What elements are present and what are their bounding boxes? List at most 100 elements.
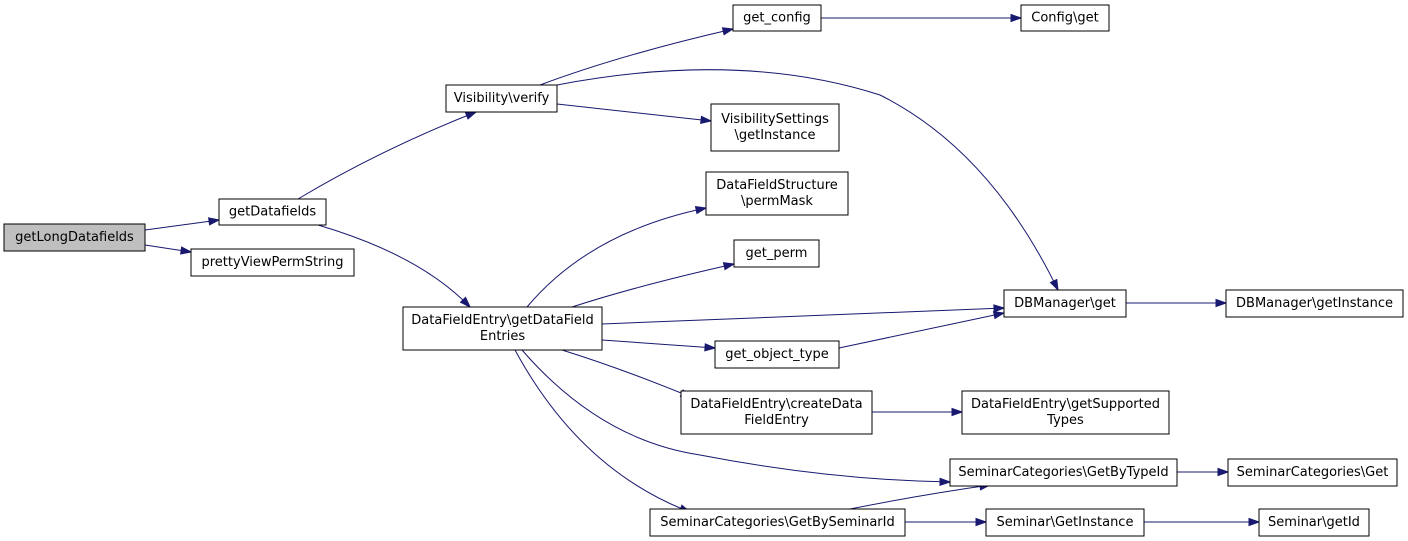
edge-line: [144, 219, 220, 231]
edge-line: [571, 263, 735, 308]
edge-seminarcategories_getbytypeid-to-seminarcategories_get: [1177, 467, 1230, 477]
node-dbmanager_get[interactable]: DBManager\get: [1003, 289, 1127, 318]
edge-line: [561, 349, 692, 398]
node-box[interactable]: [680, 390, 873, 435]
edge-datafieldentry_getdatafieldentries-to-datafieldstructure_permmask: [526, 206, 708, 308]
node-label: DataFieldEntry\createData: [690, 397, 862, 412]
node-label: Seminar\getId: [1268, 515, 1360, 530]
node-label: FieldEntry: [744, 413, 809, 428]
node-label: Types: [1046, 413, 1084, 428]
node-get_object_type[interactable]: get_object_type: [714, 340, 840, 369]
edge-datafieldentry_getdatafieldentries-to-dbmanager_get: [601, 304, 1006, 325]
node-seminar_getinstance[interactable]: Seminar\GetInstance: [985, 508, 1145, 537]
node-prettyViewPermString[interactable]: prettyViewPermString: [190, 248, 355, 277]
edge-arrowhead: [179, 246, 193, 255]
edge-line: [317, 224, 471, 308]
node-datafieldstructure_permmask[interactable]: DataFieldStructure\permMask: [705, 171, 849, 216]
edge-datafieldentry_getdatafieldentries-to-seminarcategories_getbyseminarid: [514, 349, 692, 513]
node-visibilitysettings_getinstance[interactable]: VisibilitySettings\getInstance: [710, 103, 840, 152]
edge-seminarcategories_getbyseminarid-to-seminarcategories_getbytypeid: [849, 482, 992, 510]
node-visibility_verify[interactable]: Visibility\verify: [445, 84, 558, 113]
node-label: SeminarCategories\GetBySeminarId: [660, 515, 894, 530]
node-box[interactable]: [732, 4, 822, 32]
edge-line: [521, 349, 951, 483]
node-box[interactable]: [1227, 458, 1398, 487]
edge-line: [849, 484, 991, 510]
nodes-layer: getLongDatafields getDatafields prettyView…: [3, 4, 1404, 537]
edge-line: [514, 349, 691, 513]
node-seminarcategories_getbytypeid[interactable]: SeminarCategories\GetByTypeId: [949, 458, 1178, 487]
node-dbmanager_getinstance[interactable]: DBManager\getInstance: [1225, 289, 1404, 318]
node-get_perm[interactable]: get_perm: [733, 239, 820, 268]
node-box[interactable]: [218, 198, 327, 226]
edge-datafieldentry_getdatafieldentries-to-datafieldentry_createdatafieldentry: [561, 349, 693, 398]
node-seminarcategories_getbyseminarid[interactable]: SeminarCategories\GetBySeminarId: [649, 508, 906, 537]
node-seminar_getid[interactable]: Seminar\getId: [1258, 508, 1370, 537]
node-label: getDatafields: [229, 205, 316, 220]
node-label: VisibilitySettings: [721, 112, 829, 127]
edge-arrowhead: [1217, 467, 1230, 477]
node-label: prettyViewPermString: [202, 255, 344, 270]
node-box[interactable]: [190, 248, 355, 277]
edge-arrowhead: [993, 304, 1006, 313]
edge-datafieldentry_createdatafieldentry-to-datafieldentry_getsupportedtypes: [872, 407, 964, 417]
edge-line: [601, 339, 716, 349]
node-box[interactable]: [1258, 508, 1370, 537]
edge-arrowhead: [1049, 278, 1059, 292]
node-box[interactable]: [445, 84, 558, 113]
edge-arrowhead: [1215, 298, 1228, 308]
node-label: Config\get: [1031, 11, 1098, 26]
node-box[interactable]: [402, 306, 603, 351]
edge-arrowhead: [464, 111, 478, 120]
edge-arrowhead: [722, 262, 736, 271]
edge-line: [838, 312, 1005, 349]
edge-arrowhead: [208, 217, 221, 226]
node-box[interactable]: [1003, 289, 1127, 318]
edge-arrowhead: [721, 27, 735, 36]
edge-seminarcategories_getbyseminarid-to-seminar_getinstance: [905, 517, 988, 527]
node-box[interactable]: [733, 239, 820, 268]
node-label: DBManager\getInstance: [1236, 296, 1393, 311]
node-label: \permMask: [741, 194, 813, 209]
edges-layer: [144, 13, 1261, 527]
edge-arrowhead: [951, 407, 964, 417]
node-label: DataFieldStructure: [716, 178, 838, 193]
edge-arrowhead: [1010, 13, 1023, 23]
edge-visibility_verify-to-dbmanager_get: [556, 69, 1059, 292]
node-config_get[interactable]: Config\get: [1020, 4, 1110, 32]
edge-visibility_verify-to-visibilitysettings_getinstance: [556, 103, 713, 125]
node-box[interactable]: [985, 508, 1145, 537]
node-box[interactable]: [649, 508, 906, 537]
node-box[interactable]: [705, 171, 849, 216]
node-seminarcategories_get[interactable]: SeminarCategories\Get: [1227, 458, 1398, 487]
edge-line: [526, 207, 707, 308]
edge-getDatafields-to-datafieldentry_getdatafieldentries: [317, 224, 472, 309]
node-box[interactable]: [949, 458, 1178, 487]
edge-arrowhead: [459, 296, 472, 309]
edge-arrowhead: [939, 477, 952, 487]
edge-datafieldentry_getdatafieldentries-to-seminarcategories_getbytypeid: [521, 349, 952, 487]
node-label: get_object_type: [725, 347, 828, 362]
edge-line: [556, 69, 1059, 291]
edge-getLongDatafields-to-getDatafields: [144, 217, 221, 231]
node-label: DBManager\get: [1014, 296, 1116, 311]
node-box[interactable]: [961, 390, 1170, 435]
node-box[interactable]: [3, 223, 146, 252]
node-box[interactable]: [1020, 4, 1110, 32]
node-get_config[interactable]: get_config: [732, 4, 822, 32]
edge-arrowhead: [704, 343, 717, 352]
node-box[interactable]: [710, 103, 840, 152]
node-label: getLongDatafields: [15, 230, 134, 245]
node-getLongDatafields[interactable]: getLongDatafields: [3, 223, 146, 252]
node-getDatafields[interactable]: getDatafields: [218, 198, 327, 226]
node-box[interactable]: [1225, 289, 1404, 318]
node-box[interactable]: [714, 340, 840, 369]
edge-dbmanager_get-to-dbmanager_getinstance: [1126, 298, 1228, 308]
node-label: Seminar\GetInstance: [997, 515, 1134, 530]
edge-getLongDatafields-to-prettyViewPermString: [144, 244, 193, 255]
node-label: \getInstance: [734, 128, 815, 143]
